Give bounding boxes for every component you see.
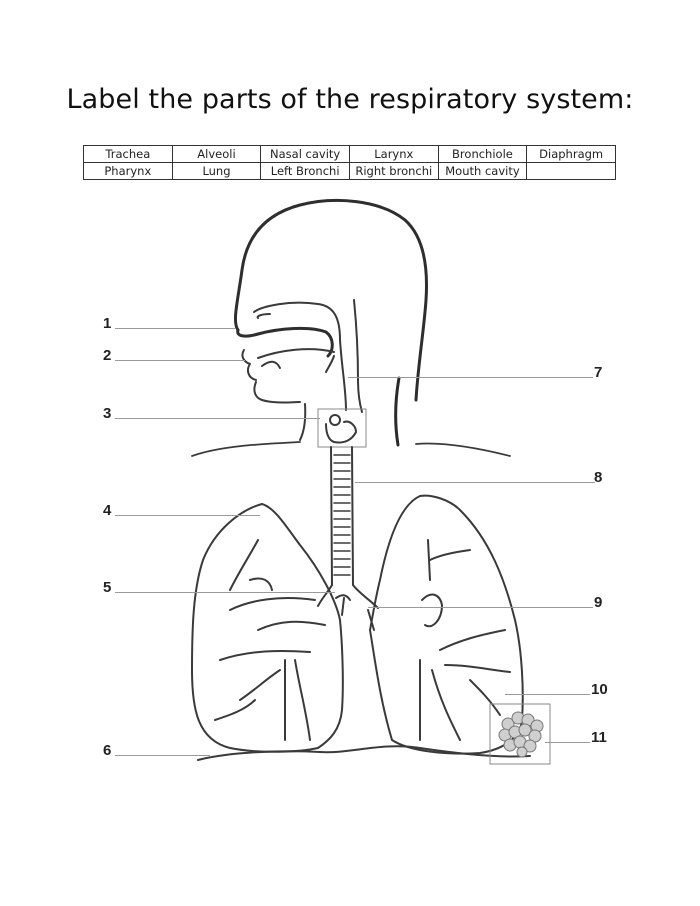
label-number-9: 9	[594, 594, 603, 611]
word-bank-cell	[526, 162, 616, 180]
word-bank-cell: Right bronchi	[348, 162, 439, 180]
word-bank-cell: Mouth cavity	[437, 162, 528, 180]
leader-line-8	[355, 482, 595, 483]
label-number-5: 5	[103, 579, 112, 596]
label-number-7: 7	[594, 364, 603, 381]
label-number-6: 6	[103, 742, 112, 759]
label-number-1: 1	[103, 315, 112, 332]
label-number-2: 2	[103, 347, 112, 364]
trachea-drawing	[330, 446, 354, 586]
leader-line-10	[505, 694, 590, 695]
word-bank-row: Pharynx Lung Left Bronchi Right bronchi …	[83, 162, 616, 180]
label-number-10: 10	[591, 681, 608, 698]
word-bank-cell: Diaphragm	[526, 145, 616, 163]
leader-line-6	[115, 755, 210, 756]
leader-line-5	[115, 592, 335, 593]
leader-line-9	[368, 607, 593, 608]
leader-line-7	[348, 377, 593, 378]
mouth-drawing	[241, 348, 335, 441]
leader-line-2	[115, 360, 245, 361]
word-bank-cell: Lung	[171, 162, 262, 180]
larynx-drawing	[325, 414, 357, 444]
leader-line-1	[115, 328, 235, 329]
right-lung-drawing	[369, 494, 524, 755]
label-number-4: 4	[103, 502, 112, 519]
leader-line-11	[545, 742, 590, 743]
neck-drawing	[394, 376, 401, 447]
leader-line-4	[115, 515, 260, 516]
larynx-inset-box	[317, 408, 367, 448]
word-bank-row: Trachea Alveoli Nasal cavity Larynx Bron…	[83, 145, 616, 163]
label-number-3: 3	[103, 405, 112, 422]
shoulders-drawing	[191, 441, 511, 457]
head-outline	[234, 198, 429, 402]
worksheet-title: Label the parts of the respiratory syste…	[66, 84, 634, 115]
left-lung-drawing	[191, 503, 344, 753]
word-bank-table: Trachea Alveoli Nasal cavity Larynx Bron…	[83, 145, 616, 180]
leader-line-3	[115, 418, 320, 419]
label-number-11: 11	[591, 729, 607, 746]
label-number-8: 8	[594, 469, 603, 486]
alveoli-cluster	[498, 711, 544, 758]
alveoli-inset-box	[489, 703, 551, 765]
bronchi-drawing	[317, 584, 379, 631]
word-bank-cell: Pharynx	[83, 162, 173, 180]
nasal-cavity-drawing	[253, 299, 363, 413]
diaphragm-drawing	[197, 745, 531, 761]
word-bank-cell: Bronchiole	[437, 145, 528, 163]
